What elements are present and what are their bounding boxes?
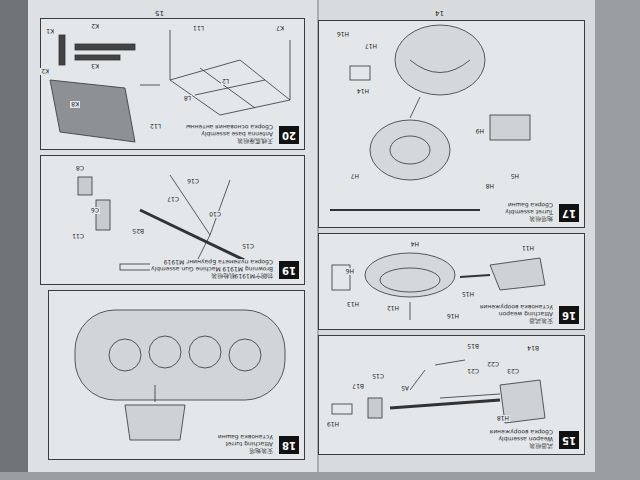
part-label: C23 <box>506 368 520 375</box>
step-heading: 炮塔组装Turret assemblyСборка башни <box>504 202 554 223</box>
part-label: B14 <box>526 345 540 352</box>
step-number: 17 <box>559 204 579 222</box>
step-heading: 安装炮塔Attaching turretУстановка башни <box>217 434 274 455</box>
part-label: L12 <box>149 123 162 130</box>
heading-text: Weapon assembly <box>489 436 554 443</box>
step-panel: 安装炮塔Attaching turretУстановка башни 18 <box>48 290 305 460</box>
part-label: H13 <box>346 301 360 308</box>
part-label: K2 <box>90 23 100 30</box>
part-label: C15 <box>371 373 385 380</box>
part-label: C6 <box>90 207 100 214</box>
page-number: 14 <box>434 9 445 16</box>
part-label: H6 <box>345 268 355 275</box>
part-label: B17 <box>351 383 365 390</box>
heading-text: Установка вооружения <box>479 304 554 311</box>
part-label: H14 <box>356 88 370 95</box>
step-heading: 天线底座组装Antenna base assemblyСборка основа… <box>185 124 274 145</box>
step-heading: 勃朗宁M1919机枪组装Browning M1919 Machine Gun a… <box>150 259 274 280</box>
heading-text: 武器组装 <box>489 443 554 450</box>
part-label: K8 <box>70 101 80 108</box>
part-label: H8 <box>485 183 495 190</box>
part-label: H16 <box>336 31 350 38</box>
heading-text: Сборка основания антенны <box>185 124 274 131</box>
step-heading: 安装武器Attaching weaponУстановка вооружения <box>479 304 554 325</box>
part-label: K7 <box>275 25 285 32</box>
heading-text: 天线底座组装 <box>185 138 274 145</box>
part-label: H17 <box>364 43 378 50</box>
part-label: H12 <box>386 305 400 312</box>
part-label: L11 <box>192 25 205 32</box>
step-number: 16 <box>559 306 579 324</box>
part-label: C22 <box>486 361 500 368</box>
heading-text: Сборка пулемета Браунинг M1919 <box>150 259 274 266</box>
part-label: B25 <box>131 228 145 235</box>
step-panel: 勃朗宁M1919机枪组装Browning M1919 Machine Gun a… <box>40 155 305 285</box>
part-label: H11 <box>521 245 535 252</box>
step-number-text: 17 <box>559 204 579 222</box>
step-number: 19 <box>279 261 299 279</box>
heading-text: 安装武器 <box>479 318 554 325</box>
part-label: H9 <box>475 128 485 135</box>
step-panel: 炮塔组装Turret assemblyСборка башни 17 <box>318 20 585 228</box>
part-label: K2 <box>40 68 50 75</box>
step-number-text: 15 <box>559 431 579 449</box>
heading-text: 安装炮塔 <box>217 448 274 455</box>
step-number-text: 19 <box>279 261 299 279</box>
part-label: C17 <box>166 196 180 203</box>
part-label: B15 <box>466 343 480 350</box>
step-panel: 天线底座组装Antenna base assemblyСборка основа… <box>40 18 305 150</box>
step-number: 20 <box>279 126 299 144</box>
part-label: C10 <box>208 211 222 218</box>
part-label: H15 <box>461 291 475 298</box>
part-label: C11 <box>71 233 85 240</box>
part-label: K3 <box>90 63 100 70</box>
part-label: L8 <box>183 95 192 102</box>
part-label: H7 <box>350 173 360 180</box>
heading-text: Browning M1919 Machine Gun assembly <box>150 266 274 273</box>
step-number: 18 <box>279 436 299 454</box>
part-label: H16 <box>446 313 460 320</box>
part-label: C8 <box>75 165 85 172</box>
step-number-text: 20 <box>279 126 299 144</box>
step-number-text: 16 <box>559 306 579 324</box>
part-label: K1 <box>45 28 55 35</box>
heading-text: Antenna base assembly <box>185 131 274 138</box>
step-number-text: 18 <box>279 436 299 454</box>
heading-text: Turret assembly <box>504 209 554 216</box>
step-panel: 武器组装Weapon assemblyСборка вооружения 15 <box>318 335 585 455</box>
heading-text: 炮塔组装 <box>504 216 554 223</box>
heading-text: Attaching weapon <box>479 311 554 318</box>
part-label: C16 <box>186 178 200 185</box>
heading-text: Сборка башни <box>504 202 554 209</box>
page-number: 15 <box>154 9 165 16</box>
part-label: H5 <box>510 173 520 180</box>
part-label: H19 <box>326 421 340 428</box>
heading-text: Сборка вооружения <box>489 429 554 436</box>
part-label: C15 <box>241 243 255 250</box>
step-heading: 武器组装Weapon assemblyСборка вооружения <box>489 429 554 450</box>
heading-text: 勃朗宁M1919机枪组装 <box>150 273 274 280</box>
part-label: H4 <box>410 241 420 248</box>
part-label: C21 <box>466 368 480 375</box>
part-label: L2 <box>221 78 230 85</box>
step-number: 15 <box>559 431 579 449</box>
heading-text: Attaching turret <box>217 441 274 448</box>
part-label: A5 <box>400 385 410 392</box>
part-label: H18 <box>496 415 510 422</box>
heading-text: Установка башни <box>217 434 274 441</box>
